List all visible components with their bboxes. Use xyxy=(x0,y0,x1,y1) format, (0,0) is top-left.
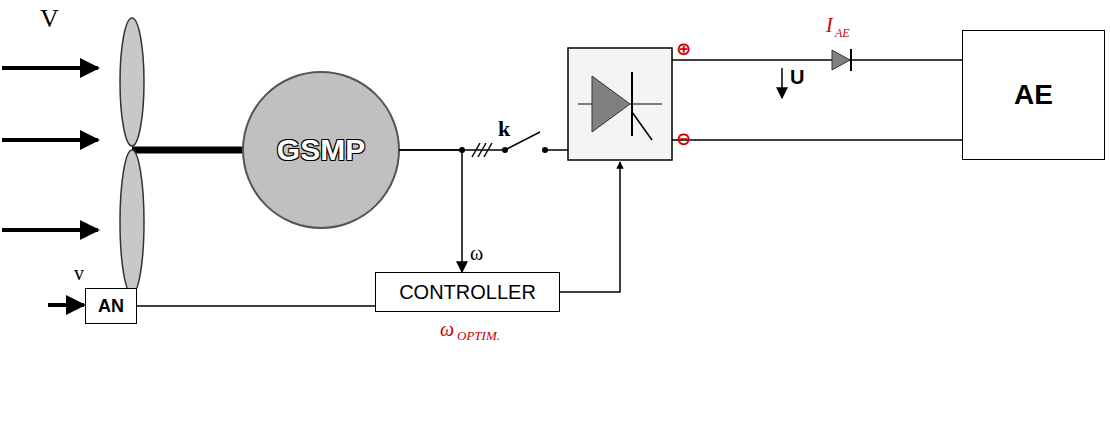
generator-circle xyxy=(243,72,399,228)
converter-box xyxy=(568,48,672,160)
thyristor-symbol xyxy=(578,72,662,140)
voltage-arrow xyxy=(781,68,783,98)
speed-symbol: ω xyxy=(440,318,454,341)
speed-subscript: OPTIM. xyxy=(457,328,500,344)
switch-contact xyxy=(502,147,508,153)
switch-label: k xyxy=(498,116,510,142)
wind-speed-arrow xyxy=(48,303,84,307)
blade xyxy=(120,150,144,294)
polarity-sign: ⊕ xyxy=(676,38,691,59)
wind-arrow xyxy=(2,68,98,230)
polarity-sign: ⊖ xyxy=(676,128,691,149)
dc-rail xyxy=(672,60,962,140)
current-symbol: I xyxy=(826,14,833,37)
wire xyxy=(399,132,568,157)
signal-label: ω xyxy=(470,242,483,265)
battery-box: AE xyxy=(962,30,1105,160)
control-wire xyxy=(560,162,620,292)
generator-node: GSMP xyxy=(243,72,399,228)
node-label: CONTROLLER xyxy=(399,281,536,304)
current-subscript: AE xyxy=(835,26,850,41)
node-label: AN xyxy=(98,296,124,317)
switch-contact xyxy=(542,147,548,153)
voltage-symbol: U xyxy=(790,66,804,89)
blade xyxy=(120,18,144,146)
connector xyxy=(137,305,375,307)
shaft xyxy=(132,147,250,154)
controller-box: CONTROLLER xyxy=(375,272,560,312)
wind-speed-symbol: V xyxy=(40,4,59,34)
diode-symbol xyxy=(832,49,851,71)
node-label: AE xyxy=(1014,79,1053,111)
wind-speed-symbol: v xyxy=(74,262,84,285)
anemometer-box: AN xyxy=(85,288,137,324)
node-label: GSMP xyxy=(277,133,365,167)
connector xyxy=(399,150,462,272)
